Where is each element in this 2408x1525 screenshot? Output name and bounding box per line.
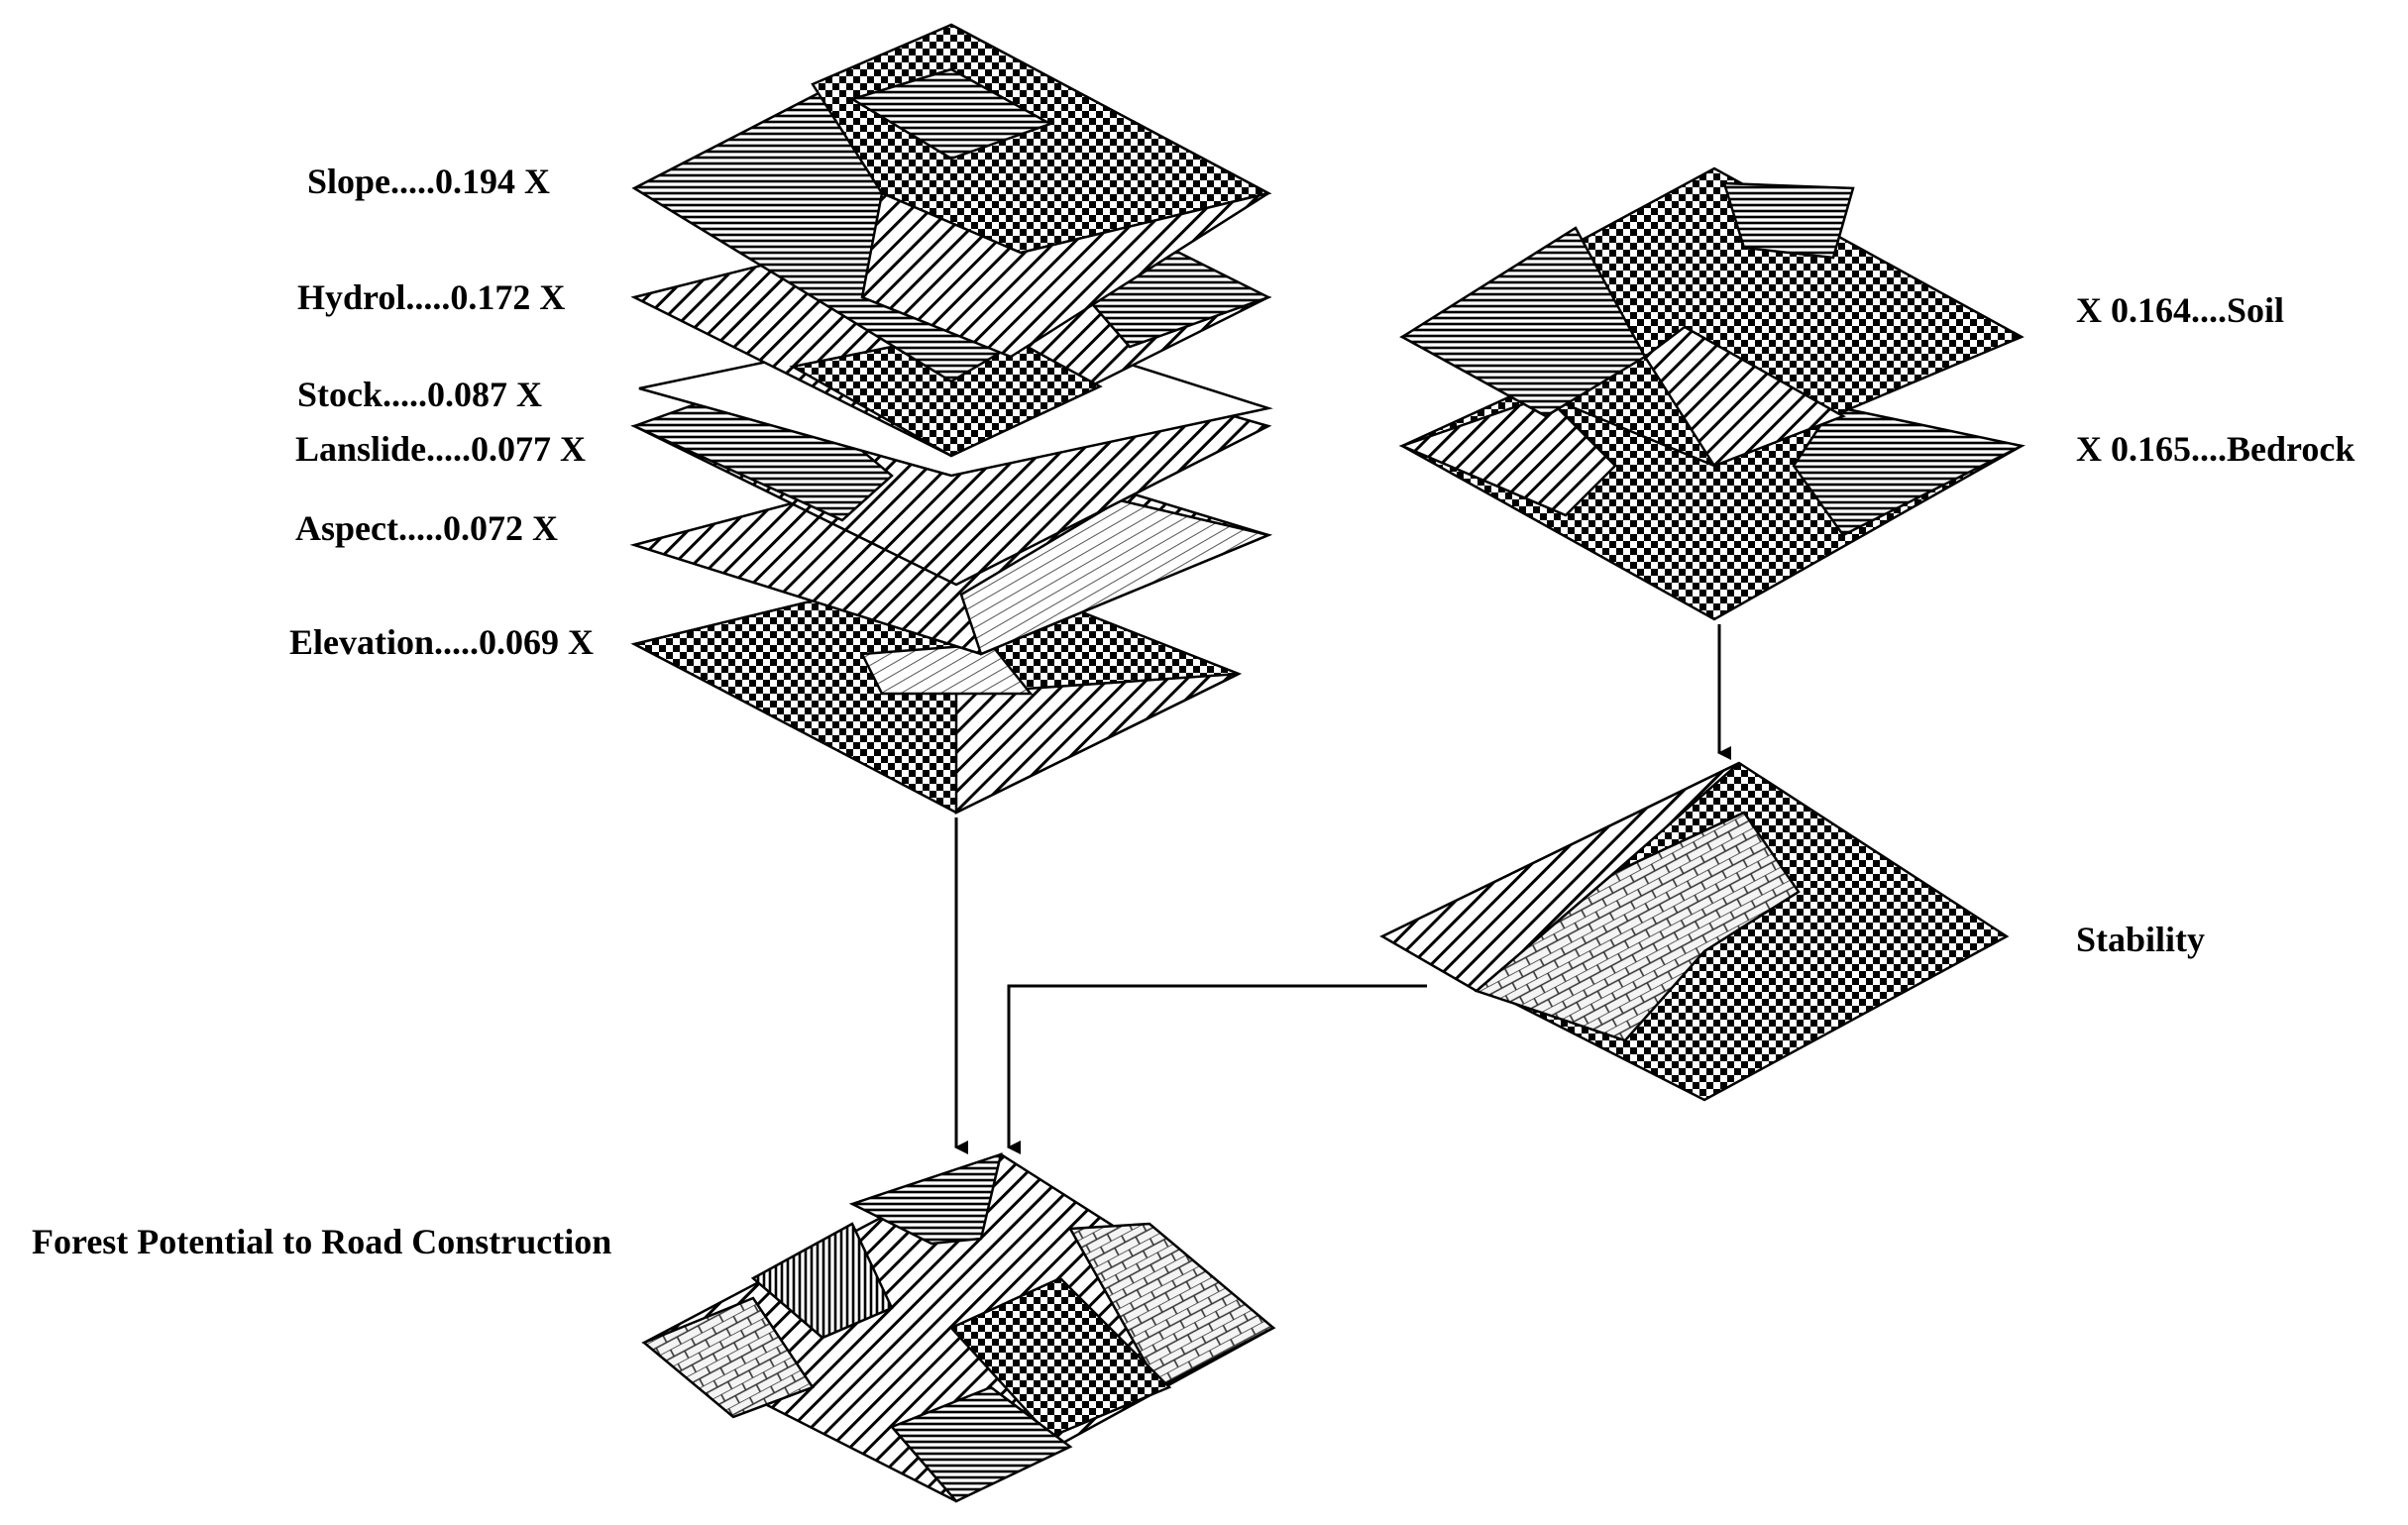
label-hydrol: Hydrol.....0.172 X bbox=[297, 277, 565, 317]
arrow-stability-to-output bbox=[1007, 984, 1427, 1154]
slope-layer bbox=[631, 23, 1272, 383]
label-stability: Stability bbox=[2076, 920, 2205, 959]
label-output: Forest Potential to Road Construction bbox=[32, 1222, 611, 1261]
label-slope: Slope.....0.194 X bbox=[307, 162, 550, 201]
output-layer bbox=[641, 1152, 1276, 1503]
label-aspect: Aspect.....0.072 X bbox=[295, 508, 558, 548]
bedrock-layer bbox=[1398, 365, 2025, 621]
label-landslide: Lanslide.....0.077 X bbox=[295, 429, 586, 469]
soil-layer bbox=[1399, 166, 2025, 468]
label-soil: X 0.164....Soil bbox=[2076, 290, 2284, 330]
label-elevation: Elevation.....0.069 X bbox=[289, 622, 594, 662]
stability-layer bbox=[1379, 761, 2010, 1102]
flow-arrows bbox=[954, 624, 1731, 1154]
elevation-layer bbox=[630, 563, 1243, 816]
label-bedrock: X 0.165....Bedrock bbox=[2076, 429, 2354, 469]
label-stock: Stock.....0.087 X bbox=[297, 375, 542, 414]
